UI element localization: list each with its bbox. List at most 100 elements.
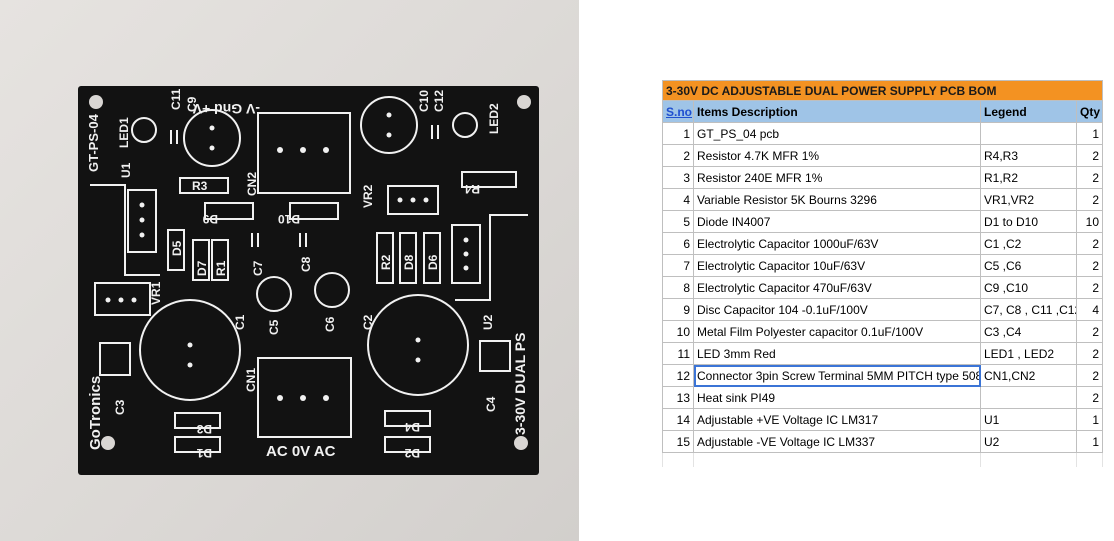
cell-qty[interactable]: 2: [1076, 144, 1103, 167]
cell-sno[interactable]: 15: [662, 430, 694, 453]
cell-sno[interactable]: 2: [662, 144, 694, 167]
cell-qty[interactable]: 1: [1076, 430, 1103, 453]
cell-sno[interactable]: 10: [662, 320, 694, 343]
u2-outline: [451, 224, 481, 284]
cell-sno[interactable]: 11: [662, 342, 694, 365]
designator-r3: R3: [192, 179, 208, 193]
designator-d2: D2: [404, 446, 420, 460]
cell-sno[interactable]: 3: [662, 166, 694, 189]
cell-legend[interactable]: C7, C8 , C11 ,C12: [980, 298, 1077, 321]
cell-qty[interactable]: 2: [1076, 276, 1103, 299]
cell-sno[interactable]: 7: [662, 254, 694, 277]
cell-desc[interactable]: Diode IN4007: [693, 210, 981, 233]
board-product-label: 3-30V DUAL PS: [512, 333, 528, 435]
cell-qty[interactable]: 10: [1076, 210, 1103, 233]
col-header-sno[interactable]: S.no: [662, 100, 694, 123]
cell-desc[interactable]: Variable Resistor 5K Bourns 3296: [693, 188, 981, 211]
designator-led2: LED2: [487, 103, 501, 134]
cell-qty[interactable]: 2: [1076, 342, 1103, 365]
cap-outline-c6: [314, 272, 350, 308]
cell-qty[interactable]: 4: [1076, 298, 1103, 321]
cell-legend[interactable]: [980, 122, 1077, 145]
designator-cn1: CN1: [244, 368, 258, 392]
cell-sno[interactable]: 14: [662, 408, 694, 431]
designator-c3: C3: [113, 399, 127, 415]
cell-legend[interactable]: CN1,CN2: [980, 364, 1077, 387]
cell-desc[interactable]: Resistor 240E MFR 1%: [693, 166, 981, 189]
cell-qty[interactable]: 2: [1076, 232, 1103, 255]
col-header-legend[interactable]: Legend: [980, 100, 1077, 123]
col-header-description[interactable]: Items Description: [693, 100, 981, 123]
cell-legend[interactable]: C3 ,C4: [980, 320, 1077, 343]
designator-r4: R4: [464, 182, 480, 196]
cell-sno[interactable]: 13: [662, 386, 694, 409]
cell-legend[interactable]: R4,R3: [980, 144, 1077, 167]
cell-legend[interactable]: C1 ,C2: [980, 232, 1077, 255]
cell-sno[interactable]: 4: [662, 188, 694, 211]
cell-qty[interactable]: 1: [1076, 122, 1103, 145]
cell-qty[interactable]: 1: [1076, 408, 1103, 431]
designator-r1: R1: [214, 260, 228, 276]
cell-desc[interactable]: Resistor 4.7K MFR 1%: [693, 144, 981, 167]
cell-legend[interactable]: D1 to D10: [980, 210, 1077, 233]
cell-legend[interactable]: C9 ,C10: [980, 276, 1077, 299]
cell-desc[interactable]: Adjustable -VE Voltage IC LM337: [693, 430, 981, 453]
col-header-qty[interactable]: Qty: [1076, 100, 1103, 123]
cell-desc[interactable]: Metal Film Polyester capacitor 0.1uF/100…: [693, 320, 981, 343]
r1-outline: [211, 239, 229, 281]
cap-outline-c10: [360, 96, 418, 154]
mounting-hole: [517, 95, 531, 109]
cell-desc[interactable]: Electrolytic Capacitor 10uF/63V: [693, 254, 981, 277]
cell-qty[interactable]: 2: [1076, 254, 1103, 277]
designator-d3: D3: [196, 422, 212, 436]
cell-legend[interactable]: U1: [980, 408, 1077, 431]
cell-legend[interactable]: VR1,VR2: [980, 188, 1077, 211]
bom-title[interactable]: 3-30V DC ADJUSTABLE DUAL POWER SUPPLY PC…: [662, 80, 1103, 101]
cell-sno[interactable]: 12: [662, 364, 694, 387]
cell-sno[interactable]: 1: [662, 122, 694, 145]
cell-sno[interactable]: 8: [662, 276, 694, 299]
cell-sno[interactable]: 9: [662, 298, 694, 321]
cell-qty[interactable]: 2: [1076, 364, 1103, 387]
cell-desc[interactable]: GT_PS_04 pcb: [693, 122, 981, 145]
designator-d10: D10: [278, 212, 300, 226]
cell-sno[interactable]: 5: [662, 210, 694, 233]
designator-c9: C9: [185, 96, 199, 112]
cell-legend[interactable]: C5 ,C6: [980, 254, 1077, 277]
cell-qty[interactable]: 2: [1076, 166, 1103, 189]
cell-legend[interactable]: R1,R2: [980, 166, 1077, 189]
cell-qty[interactable]: 2: [1076, 320, 1103, 343]
d3-outline: [174, 412, 221, 429]
cell-qty[interactable]: 2: [1076, 386, 1103, 409]
board-brand-label: GoTronics: [87, 376, 104, 450]
d2-outline: [384, 436, 431, 453]
cell-desc[interactable]: LED 3mm Red: [693, 342, 981, 365]
cell-desc[interactable]: Electrolytic Capacitor 1000uF/63V: [693, 232, 981, 255]
cell-legend[interactable]: LED1 , LED2: [980, 342, 1077, 365]
cell-legend[interactable]: [980, 386, 1077, 409]
cell-desc[interactable]: Connector 3pin Screw Terminal 5MM PITCH …: [693, 364, 981, 387]
cell-desc[interactable]: Heat sink PI49: [693, 386, 981, 409]
cell-sno[interactable]: 6: [662, 232, 694, 255]
cell-legend[interactable]: U2: [980, 430, 1077, 453]
cell-desc[interactable]: Electrolytic Capacitor 470uF/63V: [693, 276, 981, 299]
cell-desc[interactable]: Adjustable +VE Voltage IC LM317: [693, 408, 981, 431]
cell-desc[interactable]: Disc Capacitor 104 -0.1uF/100V: [693, 298, 981, 321]
cell-qty[interactable]: 2: [1076, 188, 1103, 211]
